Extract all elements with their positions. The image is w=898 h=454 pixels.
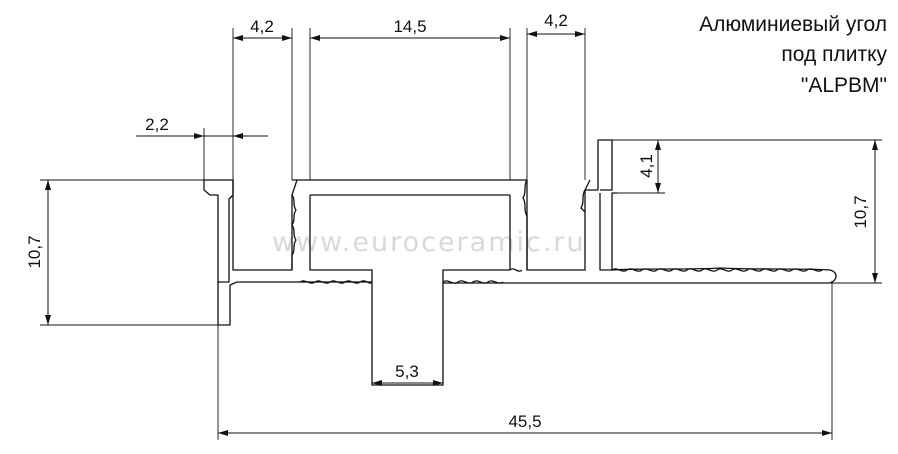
title-line-3: "ALPBM" bbox=[801, 74, 887, 97]
profile-outline bbox=[203, 139, 837, 386]
dim-top-left-width: 4,2 bbox=[250, 17, 274, 36]
dim-left-offset: 2,2 bbox=[145, 115, 169, 134]
dim-right-step: 4,1 bbox=[637, 154, 656, 178]
dim-top-center-width: 14,5 bbox=[393, 17, 426, 36]
dim-right-height: 10,7 bbox=[851, 195, 870, 228]
dim-overall-width: 45,5 bbox=[508, 412, 541, 431]
dimension-lines bbox=[40, 28, 882, 440]
dim-top-right-width: 4,2 bbox=[544, 11, 568, 30]
dim-stem-width: 5,3 bbox=[395, 362, 419, 381]
watermark: www.euroceramic.ru bbox=[272, 227, 586, 258]
title-line-2: под плитку bbox=[781, 43, 887, 66]
title-line-1: Алюминиевый угол bbox=[699, 13, 887, 36]
dim-left-height: 10,7 bbox=[25, 235, 44, 268]
